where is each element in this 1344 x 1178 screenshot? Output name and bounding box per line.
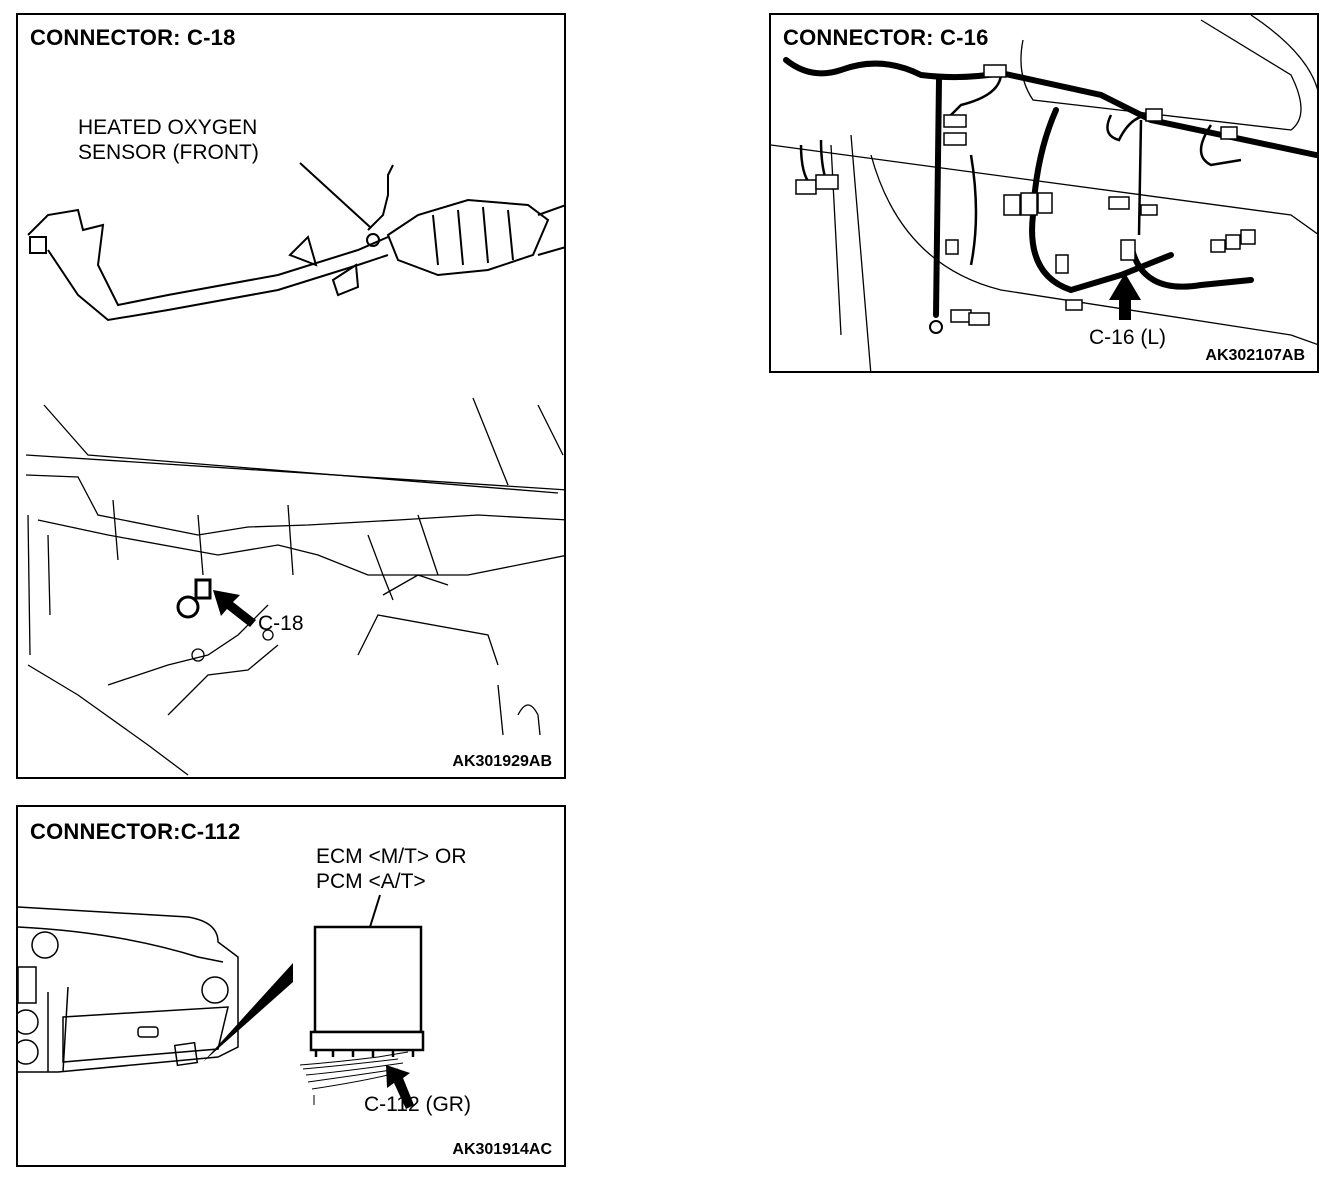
figure-code: AK301929AB	[452, 753, 552, 770]
c112-arrow-icon	[386, 1065, 414, 1109]
connector-callout: C-16 (L)	[1089, 326, 1167, 349]
c16-arrow-icon	[1109, 273, 1141, 320]
panel-connector-c18: CONNECTOR: C-18 HEATED OXYGEN SENSOR (FR…	[16, 13, 566, 779]
panel-title: CONNECTOR:C-112	[30, 819, 241, 844]
component-label: HEATED OXYGEN SENSOR (FRONT)	[78, 115, 259, 165]
c18-connector-drawing	[176, 578, 212, 619]
figure-code: AK302107AB	[1205, 347, 1305, 364]
sensor-leader-line	[299, 162, 371, 228]
figure-code: AK301914AC	[452, 1141, 552, 1158]
wiring-harness-drawing	[783, 57, 1317, 318]
dashboard-drawing	[18, 906, 239, 1073]
component-label-line2: SENSOR (FRONT)	[78, 141, 259, 164]
exhaust-pipe-drawing	[27, 164, 564, 322]
component-label-line2: PCM <A/T>	[316, 870, 426, 893]
connector-callout: C-18	[258, 612, 304, 635]
ecm-module-drawing	[309, 925, 425, 1057]
panel-connector-c112: CONNECTOR:C-112 ECM <M/T> OR PCM <A/T> C…	[16, 805, 566, 1167]
component-label: ECM <M/T> OR PCM <A/T>	[316, 844, 467, 894]
c16-illustration	[771, 15, 1317, 371]
component-label-line1: ECM <M/T> OR	[316, 845, 467, 868]
panel-title: CONNECTOR: C-18	[30, 25, 236, 50]
connector-callout: C-112 (GR)	[364, 1093, 471, 1116]
module-leader-line	[369, 894, 381, 928]
wire-bundle-drawing	[299, 1051, 409, 1105]
underbody-drawing	[25, 397, 564, 776]
panel-title: CONNECTOR: C-16	[783, 25, 989, 51]
c18-arrow-icon	[213, 590, 256, 627]
panel-connector-c16: CONNECTOR: C-16 C-16 (L) AK302107AB	[769, 13, 1319, 373]
panel-outline-drawing	[771, 15, 1317, 371]
connectors-drawing	[795, 64, 1256, 326]
c112-illustration	[18, 894, 425, 1109]
pointer-wedge	[203, 963, 293, 1062]
thin-wires-drawing	[799, 72, 1242, 266]
c18-illustration	[25, 162, 564, 776]
component-label-line1: HEATED OXYGEN	[78, 116, 258, 139]
